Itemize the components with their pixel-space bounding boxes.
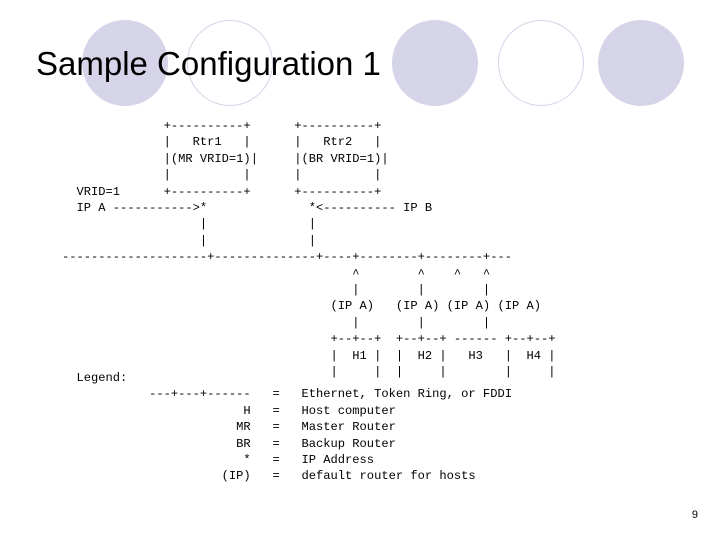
diagram-row-14: +--+--+ +--+--+ ------ +--+--+ bbox=[62, 332, 556, 347]
legend-heading: Legend: bbox=[62, 371, 128, 385]
legend-row-master-router: MR = Master Router bbox=[62, 420, 396, 435]
diagram-row-13: | | | bbox=[62, 315, 491, 330]
diagram-row-3: |(MR VRID=1)| |(BR VRID=1)| bbox=[62, 151, 389, 166]
diagram-row-15-hosts: | H1 | | H2 | H3 | H4 | bbox=[62, 348, 556, 363]
legend-row-ethernet: ---+---+------ = Ethernet, Token Ring, o… bbox=[62, 387, 512, 402]
diagram-row-1: +----------+ +----------+ bbox=[62, 119, 382, 133]
diagram-row-11: | | | bbox=[62, 283, 491, 298]
page-number: 9 bbox=[691, 509, 698, 521]
diagram-row-8: | | bbox=[62, 233, 317, 248]
diagram-row-10: ^ ^ ^ ^ bbox=[62, 266, 491, 281]
diagram-row-7: | | bbox=[62, 217, 317, 232]
legend-row-ip-address: * = IP Address bbox=[62, 453, 375, 468]
diagram-row-9-bus: --------------------+--------------+----… bbox=[62, 250, 512, 265]
diagram-row-16: | | | | | | bbox=[62, 365, 556, 380]
slide-title: Sample Configuration 1 bbox=[36, 45, 381, 82]
diagram-row-2: | Rtr1 | | Rtr2 | bbox=[62, 135, 382, 150]
diagram-row-5: VRID=1 +----------+ +----------+ bbox=[62, 184, 382, 199]
diagram-row-4: | | | | bbox=[62, 168, 382, 183]
diagram-row-12: (IP A) (IP A) (IP A) (IP A) bbox=[62, 299, 541, 314]
legend-block: Legend: ---+---+------ = Ethernet, Token… bbox=[62, 370, 692, 485]
legend-row-default-router: (IP) = default router for hosts bbox=[62, 469, 476, 484]
legend-row-backup-router: BR = Backup Router bbox=[62, 436, 396, 451]
legend-row-host: H = Host computer bbox=[62, 403, 396, 418]
ascii-network-diagram: +----------+ +----------+ | Rtr1 | | Rtr… bbox=[62, 118, 692, 381]
diagram-row-6: IP A ----------->* *<---------- IP B bbox=[62, 201, 433, 216]
